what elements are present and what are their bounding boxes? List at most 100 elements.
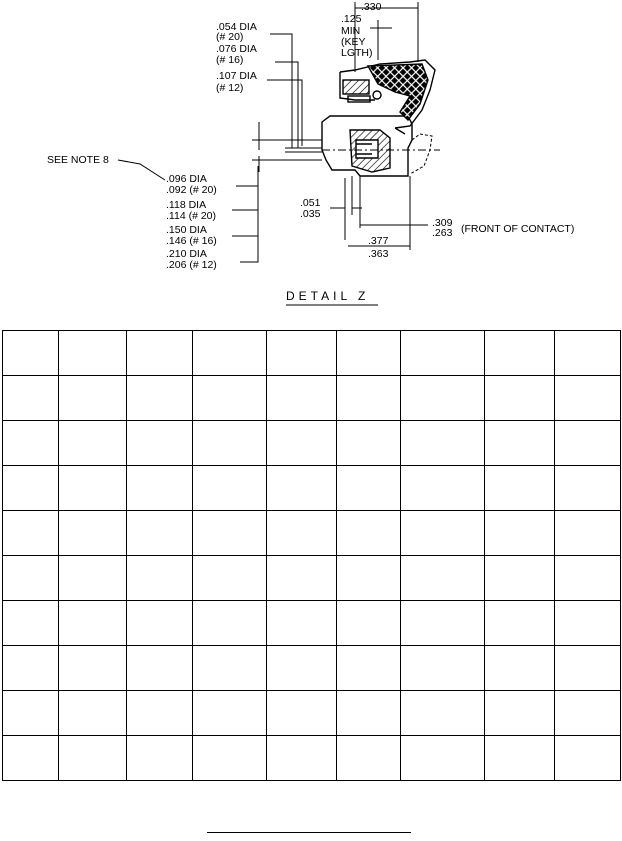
dia-210: .210 DIA bbox=[166, 248, 207, 260]
table-cell bbox=[400, 600, 485, 646]
table-cell bbox=[126, 465, 193, 511]
table-cell bbox=[58, 735, 127, 781]
table-cell bbox=[400, 375, 485, 421]
table-cell bbox=[192, 510, 267, 556]
table-cell bbox=[554, 645, 621, 691]
dim-377: .377 bbox=[368, 235, 389, 247]
table-row bbox=[2, 735, 621, 781]
table-cell bbox=[126, 735, 193, 781]
key-length-value: .125 bbox=[341, 13, 362, 25]
table-cell bbox=[484, 690, 555, 736]
table-cell bbox=[554, 690, 621, 736]
key-length-min: MIN bbox=[341, 25, 360, 37]
table-cell bbox=[484, 330, 555, 376]
dim-309: .309 bbox=[432, 217, 453, 229]
table-cell bbox=[400, 555, 485, 601]
table-cell bbox=[554, 555, 621, 601]
table-cell bbox=[2, 735, 59, 781]
footer-rule bbox=[207, 832, 411, 833]
table-row bbox=[2, 330, 621, 376]
table-row bbox=[2, 690, 621, 736]
table-cell bbox=[126, 420, 193, 466]
table-cell bbox=[2, 690, 59, 736]
table-cell bbox=[126, 645, 193, 691]
table-cell bbox=[2, 420, 59, 466]
dia-076: .076 DIA bbox=[216, 43, 257, 55]
table-cell bbox=[2, 510, 59, 556]
table-cell bbox=[554, 330, 621, 376]
table-cell bbox=[336, 735, 401, 781]
table-cell bbox=[400, 645, 485, 691]
table-cell bbox=[554, 600, 621, 646]
table-cell bbox=[192, 465, 267, 511]
table-cell bbox=[336, 600, 401, 646]
table-row bbox=[2, 555, 621, 601]
table-cell bbox=[484, 375, 555, 421]
table-cell bbox=[58, 555, 127, 601]
table-cell bbox=[58, 690, 127, 736]
table-row bbox=[2, 510, 621, 556]
table-cell bbox=[400, 330, 485, 376]
table-cell bbox=[126, 330, 193, 376]
table-cell bbox=[192, 375, 267, 421]
table-row bbox=[2, 420, 621, 466]
table-cell bbox=[192, 735, 267, 781]
key-length-key: (KEY bbox=[341, 36, 366, 48]
table-cell bbox=[266, 510, 337, 556]
dia-054: .054 DIA bbox=[216, 21, 257, 33]
table-row bbox=[2, 375, 621, 421]
table-cell bbox=[484, 420, 555, 466]
table-cell bbox=[336, 465, 401, 511]
table-cell bbox=[484, 735, 555, 781]
table-cell bbox=[126, 375, 193, 421]
table-cell bbox=[58, 510, 127, 556]
table-cell bbox=[400, 465, 485, 511]
table-cell bbox=[266, 690, 337, 736]
table-cell bbox=[554, 510, 621, 556]
dim-263: .263 bbox=[432, 227, 453, 239]
table-cell bbox=[2, 600, 59, 646]
table-cell bbox=[266, 600, 337, 646]
see-note-8: SEE NOTE 8 bbox=[47, 154, 109, 166]
table-cell bbox=[192, 330, 267, 376]
dia-092: .092 (# 20) bbox=[166, 184, 217, 196]
table-row bbox=[2, 645, 621, 691]
table-cell bbox=[126, 600, 193, 646]
connector-cross-section bbox=[321, 59, 440, 177]
table-cell bbox=[266, 645, 337, 691]
table-cell bbox=[336, 375, 401, 421]
table-cell bbox=[336, 690, 401, 736]
table-cell bbox=[192, 555, 267, 601]
table-cell bbox=[554, 420, 621, 466]
table-cell bbox=[554, 735, 621, 781]
table-cell bbox=[336, 510, 401, 556]
table-cell bbox=[192, 600, 267, 646]
key-length-lgth: LGTH) bbox=[341, 47, 373, 59]
dia-107: .107 DIA bbox=[216, 70, 257, 82]
table-cell bbox=[484, 600, 555, 646]
dia-054-size: (# 20) bbox=[216, 31, 243, 43]
dim-051: .051 bbox=[300, 197, 321, 209]
dia-096: .096 DIA bbox=[166, 173, 207, 185]
table-cell bbox=[2, 375, 59, 421]
table-cell bbox=[266, 375, 337, 421]
table-cell bbox=[484, 645, 555, 691]
table-cell bbox=[58, 330, 127, 376]
table-cell bbox=[58, 420, 127, 466]
table-cell bbox=[126, 510, 193, 556]
dia-206: .206 (# 12) bbox=[166, 259, 217, 271]
table-cell bbox=[484, 465, 555, 511]
table-cell bbox=[2, 555, 59, 601]
dia-107-size: (# 12) bbox=[216, 82, 243, 94]
table-cell bbox=[2, 465, 59, 511]
table-cell bbox=[58, 645, 127, 691]
table-cell bbox=[336, 555, 401, 601]
table-cell bbox=[266, 420, 337, 466]
table-cell bbox=[58, 600, 127, 646]
dia-076-size: (# 16) bbox=[216, 54, 243, 66]
table-cell bbox=[266, 735, 337, 781]
table-cell bbox=[266, 555, 337, 601]
table-cell bbox=[484, 555, 555, 601]
table-cell bbox=[2, 330, 59, 376]
table-cell bbox=[400, 420, 485, 466]
